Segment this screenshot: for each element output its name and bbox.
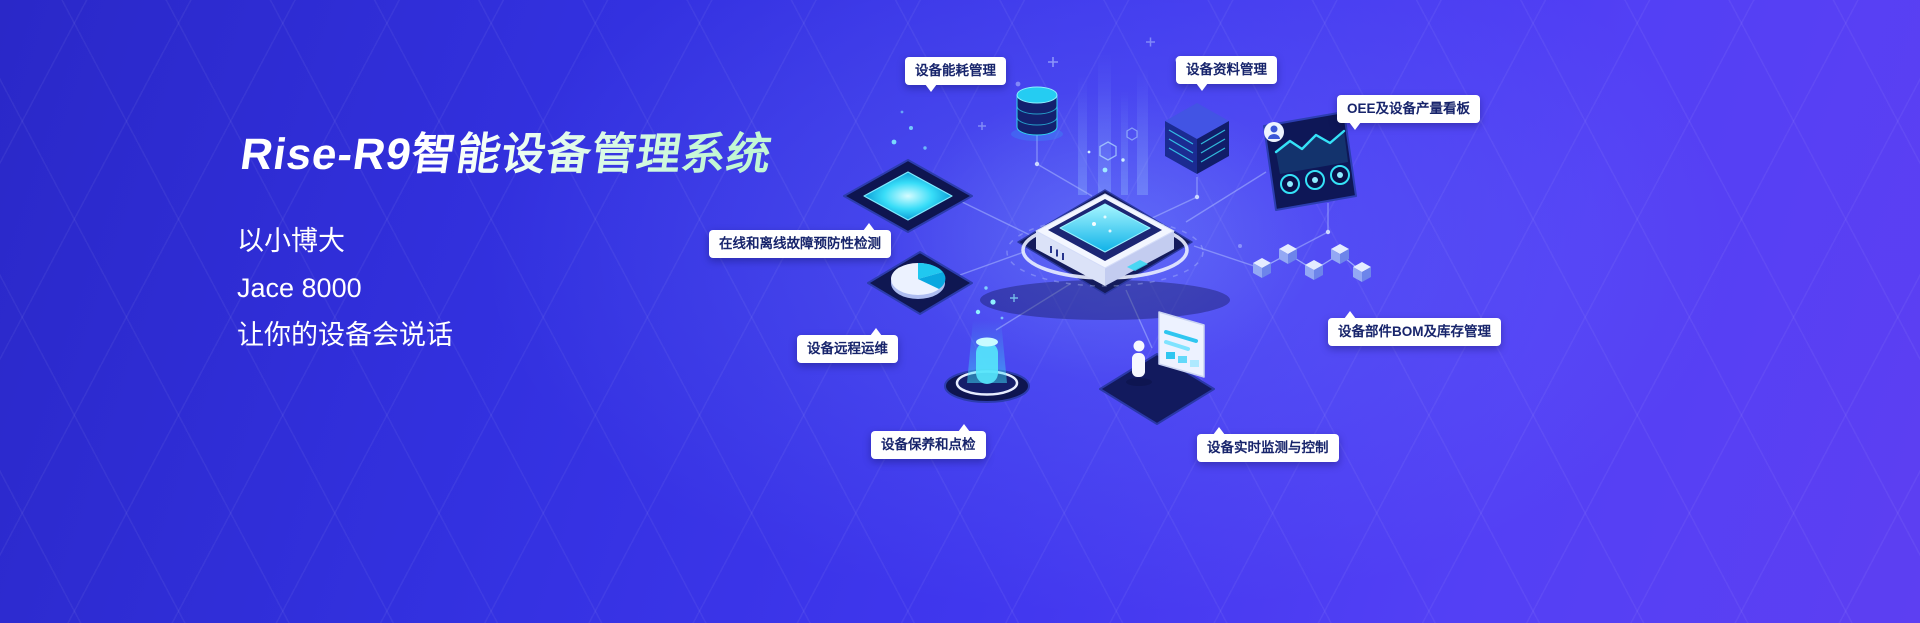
callout-remote-operations: 设备远程运维 bbox=[797, 328, 898, 363]
callout-oee-output-dashboard: OEE及设备产量看板 bbox=[1337, 95, 1481, 129]
database-cylinder bbox=[1011, 86, 1063, 141]
tagline: 以小博大 Jace 8000 让你的设备会说话 bbox=[237, 218, 768, 359]
operator-kiosk bbox=[1099, 311, 1215, 425]
tagline-line-2: Jace 8000 bbox=[237, 273, 362, 303]
callout-maintenance-inspection: 设备保养和点检 bbox=[871, 424, 986, 459]
callout-energy-management: 设备能耗管理 bbox=[905, 57, 1006, 91]
tagline-line-1: 以小博大 bbox=[237, 226, 345, 256]
callout-bom-inventory: 设备部件BOM及库存管理 bbox=[1328, 311, 1501, 346]
central-device-hub bbox=[980, 150, 1230, 320]
dashboard-screen bbox=[1263, 111, 1357, 211]
hologram-projector bbox=[944, 286, 1030, 403]
connection-lines bbox=[945, 132, 1331, 349]
tagline-line-3: 让你的设备会说话 bbox=[237, 320, 453, 350]
callout-realtime-monitoring: 设备实时监测与控制 bbox=[1197, 427, 1339, 462]
hero-text-block: Rise-R9智能设备管理系统 以小博大 Jace 8000 让你的设备会说话 bbox=[237, 118, 775, 359]
linked-cubes bbox=[1253, 244, 1371, 282]
product-title: Rise-R9智能设备管理系统 bbox=[237, 118, 777, 182]
pie-chart-tile bbox=[867, 251, 973, 315]
glowing-panel bbox=[843, 110, 973, 233]
server-stack bbox=[1165, 103, 1229, 174]
callout-predictive-detection: 在线和离线故障预防性检测 bbox=[709, 223, 891, 258]
callout-equipment-documents: 设备资料管理 bbox=[1176, 56, 1277, 90]
avatar-icon bbox=[1264, 122, 1284, 142]
isometric-illustration bbox=[843, 37, 1371, 425]
